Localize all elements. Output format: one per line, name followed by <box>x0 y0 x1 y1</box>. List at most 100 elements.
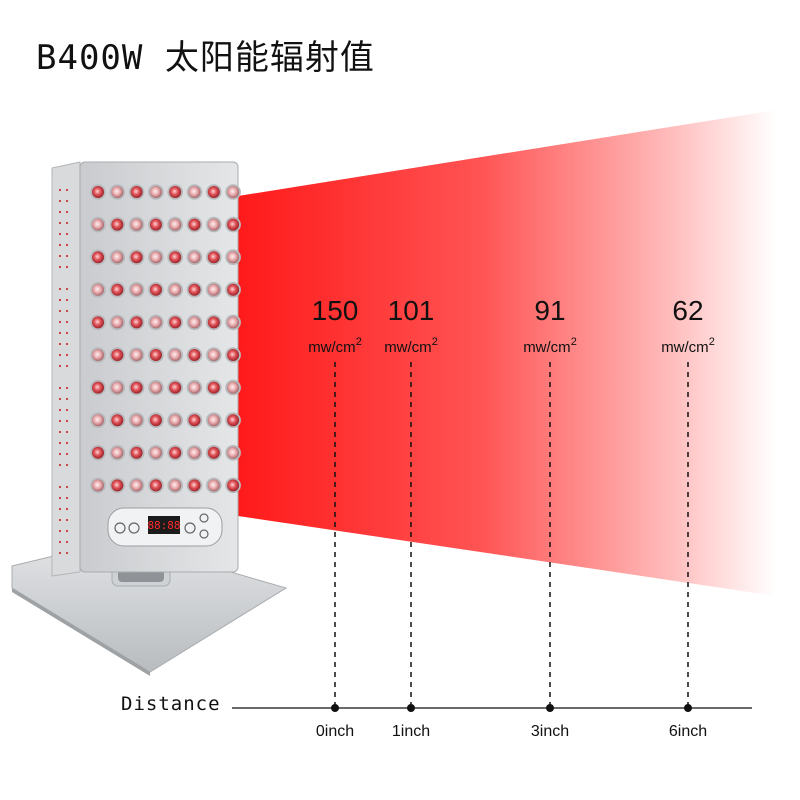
vent-dot <box>58 309 62 313</box>
display-screen <box>148 516 180 534</box>
vent-dot <box>65 419 69 423</box>
distance-tick-label: 1inch <box>392 723 430 740</box>
vent-dot <box>58 364 62 368</box>
vent-dot <box>65 540 69 544</box>
minus-icon-2 <box>184 522 196 534</box>
vent-dot <box>58 232 62 236</box>
led <box>92 218 104 231</box>
led <box>207 316 220 329</box>
vent-dot <box>65 386 69 390</box>
led <box>92 446 104 459</box>
led <box>92 381 104 394</box>
vent-dot <box>58 221 62 225</box>
vent-dot <box>65 353 69 357</box>
led <box>169 283 182 296</box>
vent-dot <box>58 496 62 500</box>
led <box>92 479 104 492</box>
device-side <box>51 161 81 577</box>
led <box>130 349 143 361</box>
plus-icon <box>114 522 126 534</box>
vent-dot <box>65 507 69 511</box>
led <box>111 381 124 394</box>
led <box>227 218 240 231</box>
axis-marker <box>684 704 692 712</box>
vent-dot <box>58 331 62 335</box>
vent-dot <box>58 485 62 489</box>
x-axis-label: Distance <box>121 693 221 715</box>
led <box>130 381 143 394</box>
vent-dot <box>65 221 69 225</box>
irradiance-value: 150 <box>312 295 359 326</box>
data-point: 62 mw/cm2 6inch <box>661 295 715 740</box>
vent-dot <box>58 408 62 412</box>
led <box>111 414 124 427</box>
led <box>188 316 201 329</box>
led <box>149 414 162 427</box>
vent-dot <box>58 419 62 423</box>
led <box>111 251 124 264</box>
led <box>130 283 143 296</box>
vent-dot <box>65 254 69 258</box>
distance-tick-label: 0inch <box>316 723 354 740</box>
led <box>130 479 143 492</box>
led <box>227 186 240 198</box>
vent-dot <box>65 551 69 555</box>
vent-dot <box>58 342 62 346</box>
axis-marker <box>407 704 415 712</box>
distance-tick-label: 3inch <box>531 723 569 740</box>
power-icon <box>199 529 209 539</box>
led <box>149 251 162 264</box>
vent-dot <box>58 243 62 247</box>
led <box>149 446 162 459</box>
vent-dot <box>65 232 69 236</box>
led <box>188 479 201 492</box>
led <box>169 186 182 198</box>
distance-tick-label: 6inch <box>669 723 707 740</box>
vent-dot <box>65 287 69 291</box>
led <box>227 283 240 296</box>
side-vents <box>58 188 69 555</box>
vent-dot <box>65 496 69 500</box>
led <box>130 316 143 329</box>
vent-dot <box>58 430 62 434</box>
unit-label: mw/cm2 <box>384 336 438 356</box>
vent-dot <box>58 441 62 445</box>
vent-dot <box>65 265 69 269</box>
led <box>207 414 220 427</box>
led <box>149 186 162 198</box>
vent-dot <box>58 452 62 456</box>
led <box>188 186 201 198</box>
led <box>188 414 201 427</box>
led <box>188 283 201 296</box>
unit-label: mw/cm2 <box>308 336 362 356</box>
vent-dot <box>58 540 62 544</box>
led <box>227 414 240 427</box>
irradiance-value: 62 <box>672 295 703 326</box>
unit-label: mw/cm2 <box>661 336 715 356</box>
vent-dot <box>58 265 62 269</box>
vent-dot <box>58 320 62 324</box>
vent-dot <box>58 210 62 214</box>
vent-dot <box>65 331 69 335</box>
led <box>92 251 104 264</box>
led <box>207 479 220 492</box>
led <box>227 349 240 361</box>
led <box>169 446 182 459</box>
vent-dot <box>65 320 69 324</box>
vent-dot <box>65 408 69 412</box>
led <box>149 283 162 296</box>
vent-dot <box>65 485 69 489</box>
vent-dot <box>65 188 69 192</box>
led <box>111 283 124 296</box>
axis-marker <box>331 704 339 712</box>
led <box>111 479 124 492</box>
led <box>111 218 124 231</box>
led <box>188 251 201 264</box>
vent-dot <box>65 452 69 456</box>
led <box>149 349 162 361</box>
led <box>227 479 240 492</box>
vent-dot <box>65 430 69 434</box>
